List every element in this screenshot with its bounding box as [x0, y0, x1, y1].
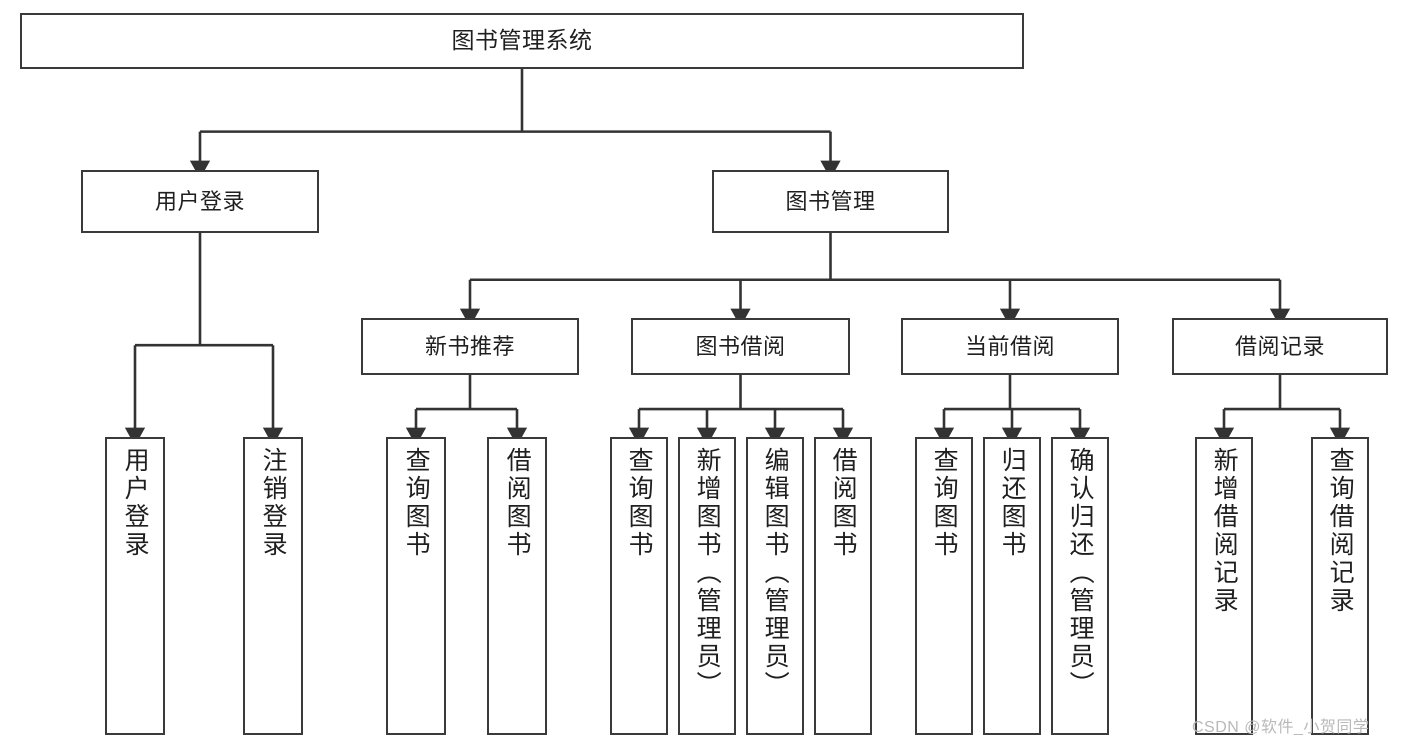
node-label: 查询图书	[625, 447, 654, 559]
node-label: 用户登录	[121, 447, 150, 559]
node-book-borrow[interactable]: 图书借阅	[631, 318, 850, 375]
node-label: 图书借阅	[695, 333, 786, 359]
node-leaf-query-book-1[interactable]: 查询图书	[386, 437, 446, 735]
node-label: 用户登录	[154, 188, 245, 214]
node-leaf-add-book[interactable]: 新增图书（管理员）	[678, 437, 736, 735]
node-label: 编辑图书（管理员）	[761, 447, 790, 699]
node-leaf-add-record[interactable]: 新增借阅记录	[1195, 437, 1253, 735]
node-leaf-query-record[interactable]: 查询借阅记录	[1311, 437, 1369, 735]
node-label: 确认归还（管理员）	[1066, 447, 1095, 699]
node-leaf-return-book[interactable]: 归还图书	[983, 437, 1041, 735]
node-label: 借阅记录	[1234, 333, 1325, 359]
node-label: 借阅图书	[829, 447, 858, 559]
watermark-text: CSDN @软件_小贺同学	[1192, 719, 1370, 736]
node-leaf-confirm-ret[interactable]: 确认归还（管理员）	[1051, 437, 1109, 735]
node-label: 新增图书（管理员）	[693, 447, 722, 699]
node-label: 新增借阅记录	[1210, 447, 1239, 615]
node-user-login[interactable]: 用户登录	[81, 170, 319, 233]
node-leaf-query-book-3[interactable]: 查询图书	[915, 437, 973, 735]
node-label: 查询图书	[402, 447, 431, 559]
node-book-manage[interactable]: 图书管理	[712, 170, 949, 233]
node-borrow-record[interactable]: 借阅记录	[1172, 318, 1388, 375]
node-label: 图书管理系统	[451, 27, 593, 54]
node-leaf-borrow-book-1[interactable]: 借阅图书	[487, 437, 547, 735]
node-label: 查询图书	[930, 447, 959, 559]
node-current-borrow[interactable]: 当前借阅	[901, 318, 1119, 375]
node-label: 查询借阅记录	[1326, 447, 1355, 615]
node-label: 归还图书	[998, 447, 1027, 559]
node-label: 图书管理	[785, 188, 876, 214]
node-leaf-query-book-2[interactable]: 查询图书	[610, 437, 668, 735]
node-leaf-logout[interactable]: 注销登录	[243, 437, 303, 735]
node-leaf-edit-book[interactable]: 编辑图书（管理员）	[746, 437, 804, 735]
node-label: 注销登录	[259, 447, 288, 559]
node-leaf-user-login[interactable]: 用户登录	[105, 437, 165, 735]
node-label: 借阅图书	[503, 447, 532, 559]
node-new-book-rec[interactable]: 新书推荐	[361, 318, 579, 375]
node-root[interactable]: 图书管理系统	[20, 13, 1024, 69]
node-leaf-borrow-book-2[interactable]: 借阅图书	[814, 437, 872, 735]
node-label: 新书推荐	[424, 333, 515, 359]
node-label: 当前借阅	[964, 333, 1055, 359]
